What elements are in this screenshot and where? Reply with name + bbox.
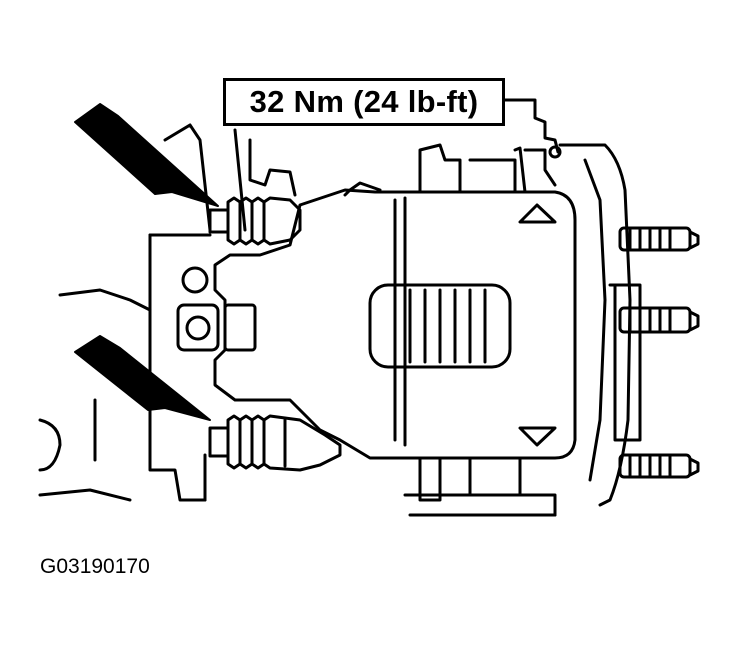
bolt-icon [208, 426, 230, 458]
lower-guide-pin-bolt [208, 414, 342, 472]
arrow-icon [74, 103, 219, 421]
wheel-stud-top [618, 226, 700, 252]
bolt-icon [208, 208, 230, 234]
caliper-housing [176, 143, 577, 517]
torque-leader-line [503, 98, 560, 154]
wheel-stud-middle [618, 306, 700, 334]
rotor-hub [558, 143, 700, 507]
upper-arrow [74, 103, 219, 207]
lower-arrow [74, 335, 211, 421]
bleeder-screw [548, 145, 562, 159]
figure-id: G03190170 [40, 555, 150, 578]
torque-spec-label: 32 Nm (24 lb-ft) [223, 78, 505, 126]
wheel-stud-bottom [618, 453, 700, 479]
caliper-bracket [38, 123, 297, 502]
upper-guide-pin-bolt [208, 196, 302, 246]
